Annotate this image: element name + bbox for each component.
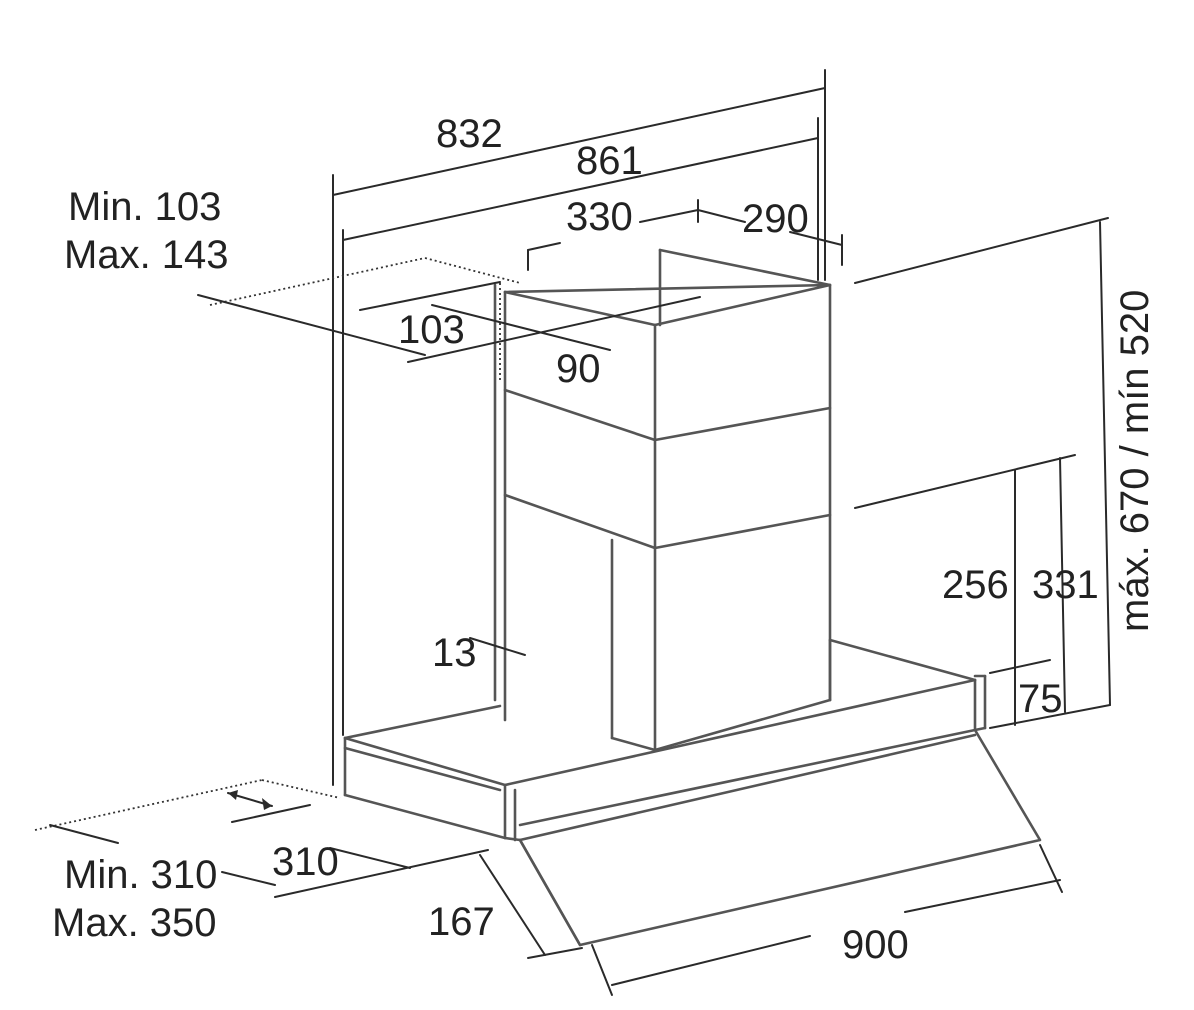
label-167: 167 (428, 900, 495, 944)
label-331: 331 (1032, 563, 1099, 607)
label-height-range: máx. 670 / mín 520 (1113, 290, 1157, 632)
label-310: 310 (272, 840, 339, 884)
label-861: 861 (576, 139, 643, 183)
label-290: 290 (742, 197, 809, 241)
label-900: 900 (842, 923, 909, 967)
label-90: 90 (556, 347, 601, 391)
label-13: 13 (432, 631, 477, 675)
dimension-lines (34, 69, 1111, 996)
label-256: 256 (942, 563, 1009, 607)
hood-outline (343, 248, 1042, 947)
label-max-350: Max. 350 (52, 901, 217, 945)
label-max-143: Max. 143 (64, 233, 229, 277)
label-75: 75 (1018, 677, 1063, 721)
label-103: 103 (398, 308, 465, 352)
label-330: 330 (566, 195, 633, 239)
label-min-310: Min. 310 (64, 853, 217, 897)
label-min-103: Min. 103 (68, 185, 221, 229)
dimension-labels: 832 861 330 290 Min. 103 Max. 143 103 90… (52, 112, 1157, 967)
label-832: 832 (436, 112, 503, 156)
